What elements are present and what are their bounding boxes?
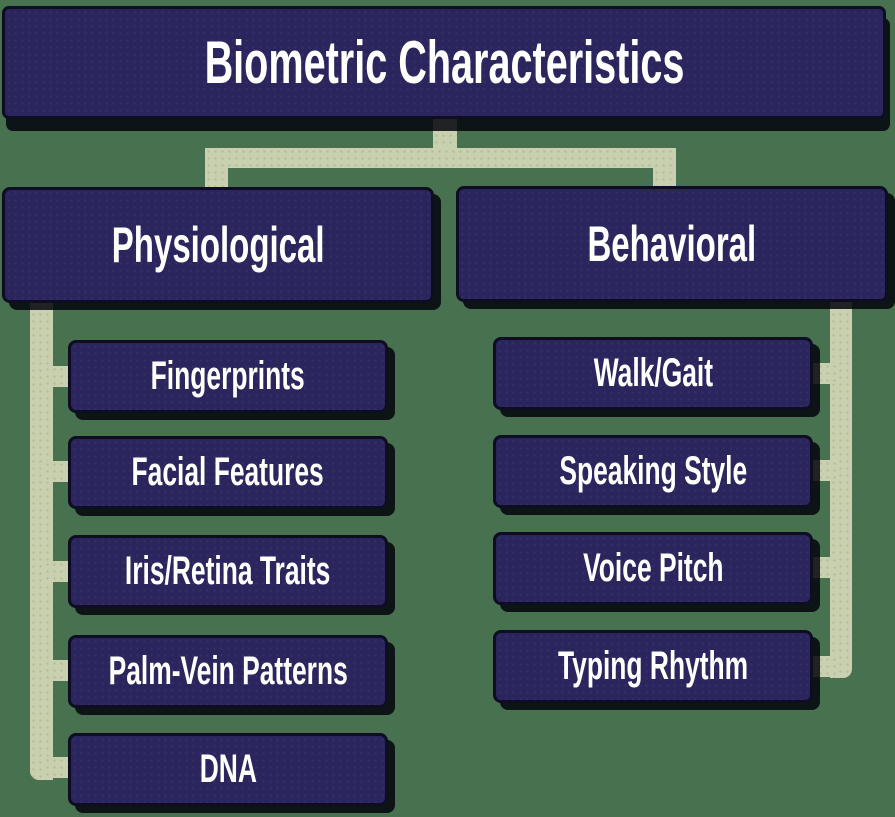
connector-stub-facial-features — [44, 461, 70, 482]
child-label-walk-gait: Walk/Gait — [593, 351, 713, 395]
connector-stub-walk-gait — [810, 363, 836, 384]
connector-stub-fingerprints — [44, 366, 70, 387]
root-node-biometric-characteristics: Biometric Characteristics — [2, 6, 886, 119]
branch-node-behavioral: Behavioral — [456, 186, 888, 302]
child-label-palm-vein-patterns: Palm-Vein Patterns — [108, 649, 348, 693]
child-node-iris-retina-traits: Iris/Retina Traits — [68, 535, 388, 608]
connector-right-leg — [653, 148, 676, 192]
root-node-label: Biometric Characteristics — [204, 29, 684, 96]
child-label-speaking-style: Speaking Style — [559, 449, 747, 493]
child-label-iris-retina-traits: Iris/Retina Traits — [125, 549, 331, 593]
connector-right-trunk — [830, 290, 852, 678]
connector-left-trunk — [30, 290, 53, 780]
connector-stub-speaking-style — [810, 460, 836, 481]
connector-stub-palm-vein — [44, 660, 70, 681]
connector-title-stub — [433, 118, 457, 151]
child-node-palm-vein-patterns: Palm-Vein Patterns — [68, 635, 388, 708]
child-node-facial-features: Facial Features — [68, 436, 388, 509]
connector-stub-voice-pitch — [810, 557, 836, 578]
branch-label-physiological: Physiological — [111, 217, 325, 273]
child-label-dna: DNA — [199, 747, 257, 791]
connector-stub-dna — [44, 757, 70, 778]
child-node-typing-rhythm: Typing Rhythm — [493, 630, 813, 703]
child-node-dna: DNA — [68, 733, 388, 806]
child-label-voice-pitch: Voice Pitch — [582, 546, 724, 590]
child-node-voice-pitch: Voice Pitch — [493, 532, 813, 605]
connector-left-leg — [205, 148, 228, 192]
branch-label-behavioral: Behavioral — [587, 216, 757, 272]
connector-horizontal-bar — [205, 148, 676, 168]
branch-node-physiological: Physiological — [2, 187, 434, 303]
child-node-walk-gait: Walk/Gait — [493, 337, 813, 410]
child-node-fingerprints: Fingerprints — [68, 340, 388, 413]
connector-stub-typing-rhythm — [810, 656, 836, 677]
child-label-fingerprints: Fingerprints — [150, 354, 306, 398]
child-node-speaking-style: Speaking Style — [493, 435, 813, 508]
child-label-facial-features: Facial Features — [131, 450, 325, 494]
connector-stub-iris-retina — [44, 561, 70, 582]
child-label-typing-rhythm: Typing Rhythm — [557, 644, 749, 688]
